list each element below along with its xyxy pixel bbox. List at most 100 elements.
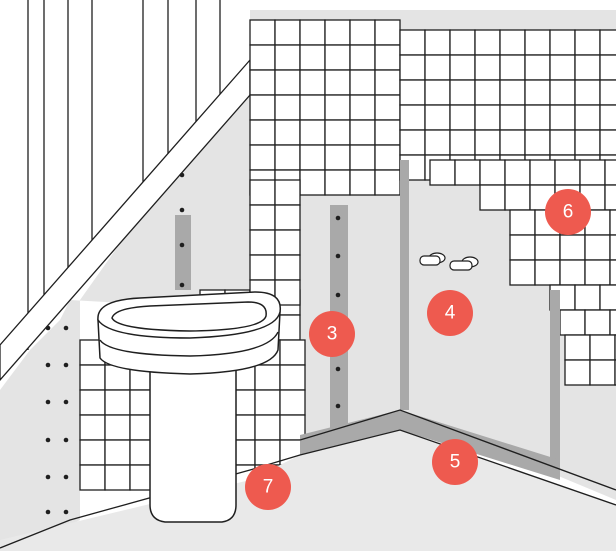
tile (350, 120, 375, 145)
tile (350, 45, 375, 70)
tile (565, 335, 590, 360)
tile (80, 415, 105, 440)
tile (500, 30, 525, 55)
tile (605, 160, 616, 185)
tile (550, 80, 575, 105)
tile (585, 260, 610, 285)
tile (350, 95, 375, 120)
marker-label: 5 (450, 452, 461, 473)
tile (375, 70, 400, 95)
tile (575, 130, 600, 155)
tile (560, 310, 585, 335)
tile (325, 170, 350, 195)
tile (255, 390, 280, 415)
tile (250, 205, 275, 230)
tile (80, 365, 105, 390)
tile (525, 30, 550, 55)
tile (450, 80, 475, 105)
tile (325, 20, 350, 45)
tile (475, 80, 500, 105)
tile (250, 45, 275, 70)
tile (610, 235, 616, 260)
tile (500, 80, 525, 105)
tile (250, 180, 275, 205)
tile (300, 120, 325, 145)
tile (250, 255, 275, 280)
tile (575, 80, 600, 105)
tile (325, 45, 350, 70)
tile (275, 45, 300, 70)
tile (600, 30, 616, 55)
tile (425, 130, 450, 155)
tile (80, 440, 105, 465)
tile (565, 360, 590, 385)
tile (280, 390, 305, 415)
tile (350, 70, 375, 95)
tile (275, 205, 300, 230)
marker-label: 6 (563, 202, 574, 223)
tile (500, 55, 525, 80)
tile (375, 95, 400, 120)
tile (560, 235, 585, 260)
tile (505, 160, 530, 185)
marker-5: 5 (432, 439, 478, 485)
tile (430, 160, 455, 185)
tile (400, 105, 425, 130)
tile (455, 160, 480, 185)
tile (255, 365, 280, 390)
tile (555, 160, 580, 185)
tile (275, 180, 300, 205)
tile (275, 255, 300, 280)
tile (500, 105, 525, 130)
tile (275, 20, 300, 45)
tile (600, 130, 616, 155)
tile (300, 95, 325, 120)
tile (500, 130, 525, 155)
tile (250, 145, 275, 170)
tile (275, 95, 300, 120)
tile (550, 30, 575, 55)
tile (275, 120, 300, 145)
tile (530, 160, 555, 185)
tile (300, 170, 325, 195)
tile (80, 465, 105, 490)
marker-label: 7 (263, 477, 274, 498)
tile (450, 130, 475, 155)
tile (600, 80, 616, 105)
tile (475, 30, 500, 55)
tile (600, 285, 616, 310)
tile (255, 440, 280, 465)
tile (300, 70, 325, 95)
marker-6: 6 (545, 189, 591, 235)
tile (610, 260, 616, 285)
tile (505, 185, 530, 210)
tile (325, 120, 350, 145)
tile (575, 30, 600, 55)
tile (590, 335, 615, 360)
tile (250, 95, 275, 120)
tile (550, 55, 575, 80)
tile (275, 230, 300, 255)
tile (280, 340, 305, 365)
tile (560, 260, 585, 285)
tile (535, 260, 560, 285)
tile (275, 145, 300, 170)
tile (575, 55, 600, 80)
tile (105, 440, 130, 465)
tile (105, 390, 130, 415)
tile (400, 55, 425, 80)
tile (475, 130, 500, 155)
tile (525, 105, 550, 130)
tile (105, 465, 130, 490)
marker-3: 3 (309, 311, 355, 357)
tile (550, 130, 575, 155)
tile (475, 105, 500, 130)
tile (425, 30, 450, 55)
tile (535, 235, 560, 260)
marker-7: 7 (245, 464, 291, 510)
tile (425, 80, 450, 105)
tile (480, 160, 505, 185)
tile (580, 160, 605, 185)
tile (375, 145, 400, 170)
